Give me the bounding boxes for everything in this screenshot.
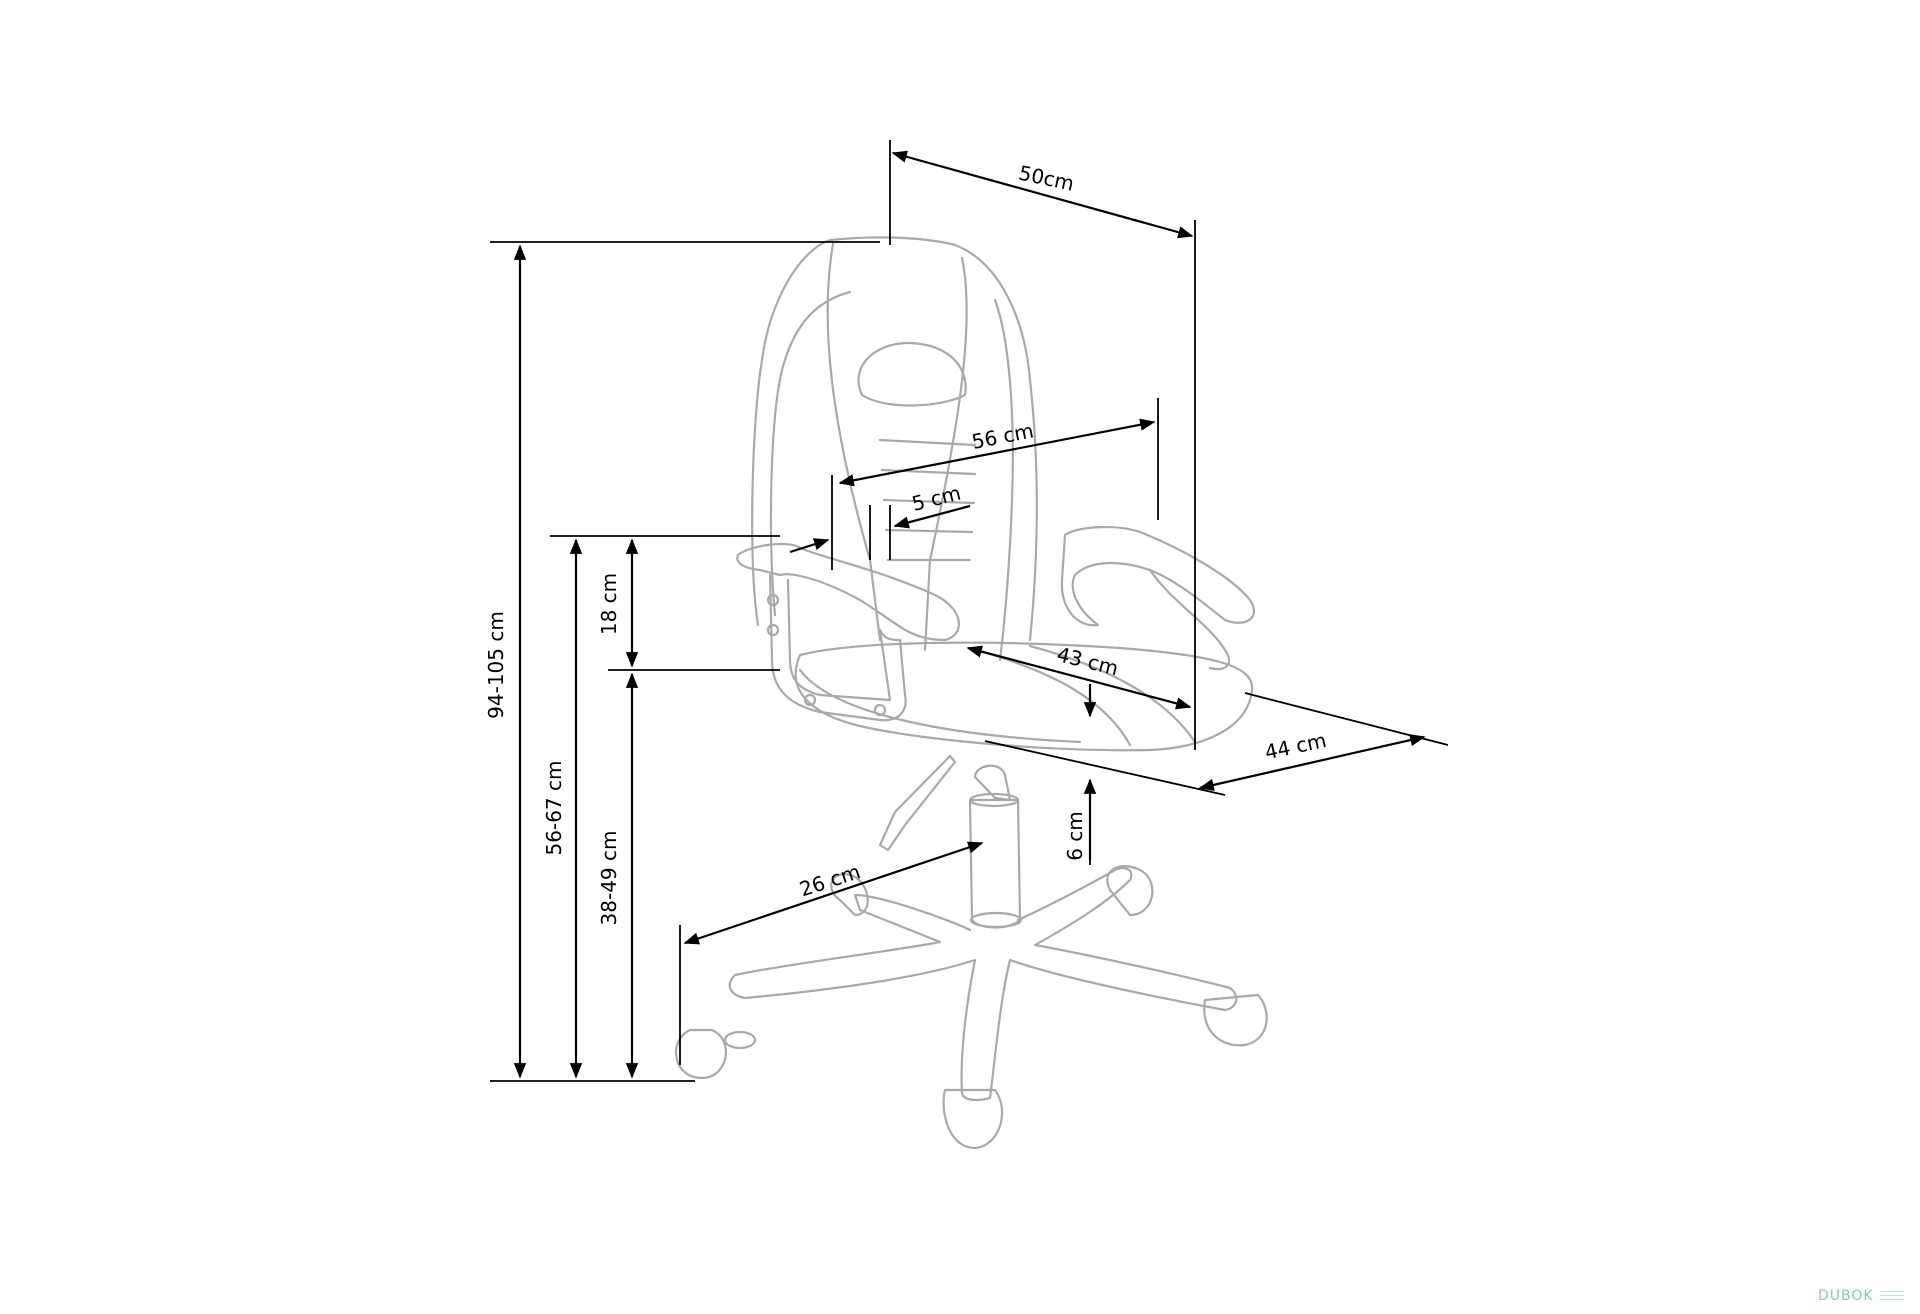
backrest-left-wing xyxy=(769,290,852,617)
wheel-front-left-hub xyxy=(723,1030,757,1050)
wheel-right xyxy=(1203,993,1268,1047)
watermark-logo: DUBOK xyxy=(1818,1288,1874,1304)
wheel-back-right xyxy=(1106,865,1154,917)
dimension-lines xyxy=(490,140,1449,1082)
lumbar-line-4 xyxy=(884,528,974,534)
dim-base-radius xyxy=(683,841,984,945)
lumbar-line-3 xyxy=(882,498,976,505)
tilt-lever xyxy=(878,754,957,852)
bolt-3 xyxy=(803,693,817,707)
gas-lift xyxy=(968,798,1022,929)
label-total-height: 94-105 cm xyxy=(484,611,508,719)
dim-seat-depth xyxy=(1198,734,1426,791)
backrest-stripe-right xyxy=(923,256,968,652)
watermark-lines-icon xyxy=(1880,1291,1904,1301)
label-seat-height: 38-49 cm xyxy=(597,831,621,926)
label-height-adjust: 6 cm xyxy=(1063,811,1087,861)
label-overall-width: 56 cm xyxy=(970,418,1036,453)
left-armrest-support xyxy=(768,573,907,722)
bolt-1 xyxy=(766,593,780,607)
seat xyxy=(794,641,1254,752)
label-armrest-above-seat: 18 cm xyxy=(597,573,621,635)
dim-armrest-width-left xyxy=(789,538,830,554)
backrest-stripe-left xyxy=(826,242,882,642)
ext-44-front xyxy=(984,740,1226,796)
star-base xyxy=(728,866,1238,1102)
lumbar-line-1 xyxy=(878,438,977,447)
label-seat-depth: 44 cm xyxy=(1263,728,1329,764)
dim-backrest-width xyxy=(891,150,1194,239)
dimension-labels: 94-105 cm 56-67 cm 38-49 cm 18 cm 50cm 5… xyxy=(484,161,1329,926)
seat-front-edge xyxy=(798,668,1082,744)
dim-armrest-width-right xyxy=(893,504,971,529)
headrest-pad xyxy=(857,341,967,407)
right-armrest xyxy=(1060,525,1256,627)
backrest-right-wing xyxy=(993,298,1014,662)
bolt-4 xyxy=(873,703,887,717)
right-armrest-support xyxy=(1148,568,1231,671)
bolt-2 xyxy=(766,623,780,637)
chair-outline xyxy=(674,236,1268,1150)
gas-lift-bottom xyxy=(969,911,1023,929)
dim-overall-width xyxy=(838,418,1156,487)
wheel-front xyxy=(942,1088,1004,1150)
dim-seat-width xyxy=(966,645,1192,710)
label-armrest-height: 56-67 cm xyxy=(542,761,566,856)
wheel-front-left xyxy=(674,1028,728,1080)
gas-lift-top xyxy=(968,792,1020,808)
